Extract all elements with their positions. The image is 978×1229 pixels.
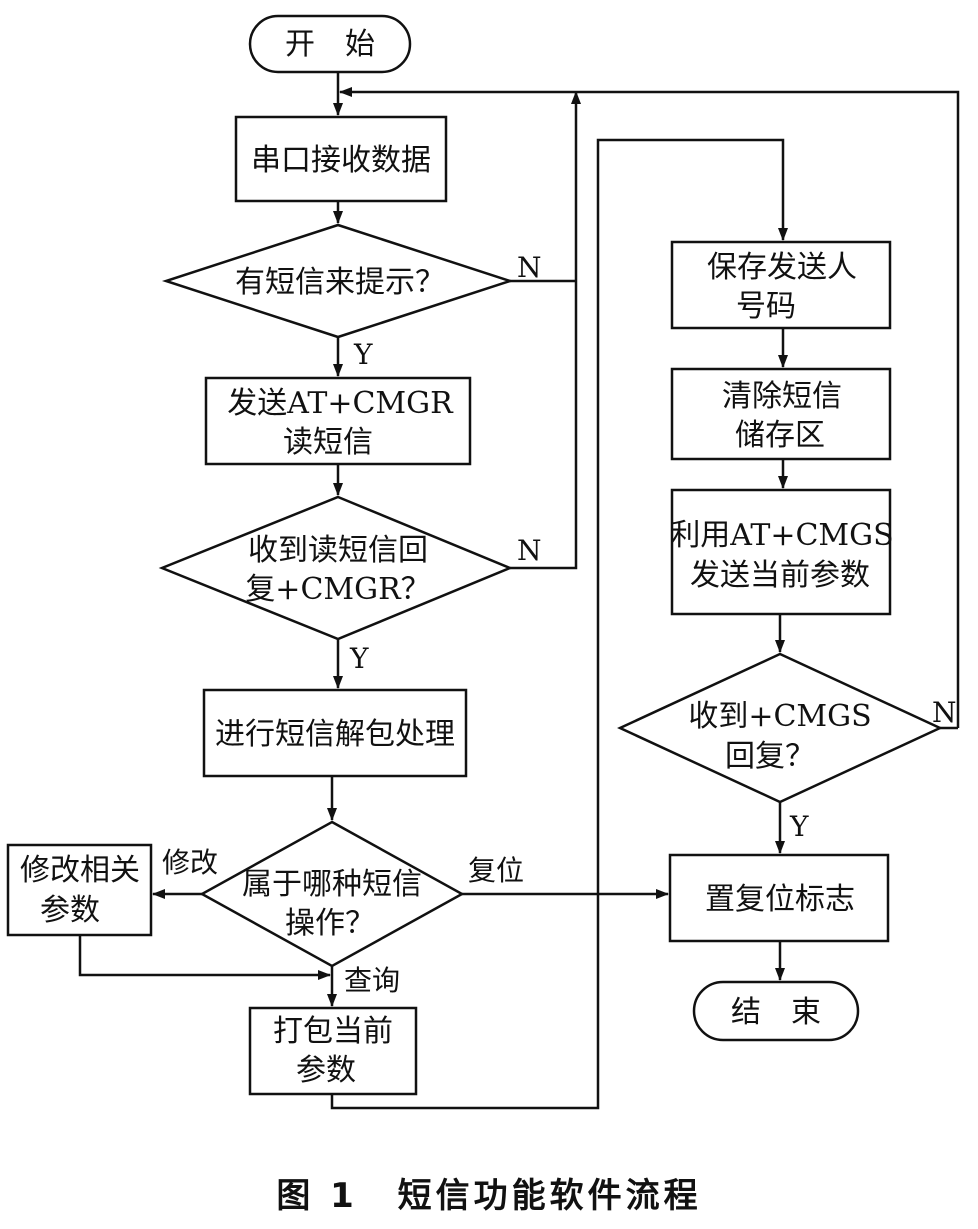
- d2-diamond: [158, 495, 514, 641]
- clear-label-1: 清除短信: [722, 379, 842, 414]
- d1-no-label: N: [517, 251, 542, 284]
- edge-d2-no: [510, 91, 581, 570]
- pack-label-1: 打包当前: [273, 1014, 393, 1049]
- unpack-label: 进行短信解包处理: [215, 717, 455, 752]
- start-terminal: [248, 14, 412, 74]
- start-label: 开 始: [285, 27, 375, 62]
- end-label: 结 束: [731, 995, 821, 1030]
- end-terminal: [692, 980, 860, 1042]
- cmgs-label-1: 利用AT+CMGS: [670, 518, 893, 553]
- figure-title: 短信功能软件流程: [397, 1176, 702, 1216]
- recv-box: [234, 115, 448, 203]
- pack-label-2: 参数: [296, 1053, 356, 1088]
- send-cmgr-label-2: 读短信: [283, 425, 373, 460]
- d3-label-2: 操作？: [285, 906, 375, 941]
- d1-label: 有短信来提示？: [235, 265, 445, 300]
- d2-no-label: N: [517, 534, 542, 567]
- save-label-2: 号码: [736, 289, 796, 324]
- d4-yes-label: Y: [789, 810, 809, 843]
- recv-label: 串口接收数据: [251, 143, 431, 178]
- d4-label-1: 收到+CMGS: [688, 699, 871, 734]
- cmgs-label-2: 发送当前参数: [690, 558, 870, 593]
- d3-query-label: 查询: [344, 964, 400, 997]
- edge-loop-top: [339, 87, 960, 728]
- d3-modify-label: 修改: [162, 846, 218, 879]
- d1-yes-label: Y: [353, 338, 373, 371]
- reset-label: 置复位标志: [705, 882, 855, 917]
- edge-modify-pack: [78, 935, 331, 980]
- clear-label-2: 储存区: [735, 418, 825, 453]
- save-label-1: 保存发送人: [707, 250, 857, 285]
- d2-label-2: 复+CMGR？: [245, 572, 430, 607]
- figure-number: 图 1: [276, 1176, 358, 1216]
- modify-label-2: 参数: [40, 893, 100, 928]
- clear-box: [670, 367, 892, 461]
- modify-label-1: 修改相关: [20, 853, 140, 888]
- d3-reset-label: 复位: [468, 854, 524, 887]
- d2-yes-label: Y: [349, 642, 369, 675]
- unpack-box: [202, 688, 468, 778]
- edge-pack-save: [330, 138, 788, 1110]
- figure-caption: 图 1 短信功能软件流程: [0, 1168, 978, 1217]
- d3-label-1: 属于哪种短信: [242, 867, 422, 902]
- d4-label-2: 回复？: [725, 739, 815, 774]
- send-cmgr-label-1: 发送AT+CMGR: [227, 386, 454, 421]
- save-box: [670, 240, 892, 330]
- d4-no-label: N: [932, 696, 957, 729]
- d2-label-1: 收到读短信回: [248, 533, 428, 568]
